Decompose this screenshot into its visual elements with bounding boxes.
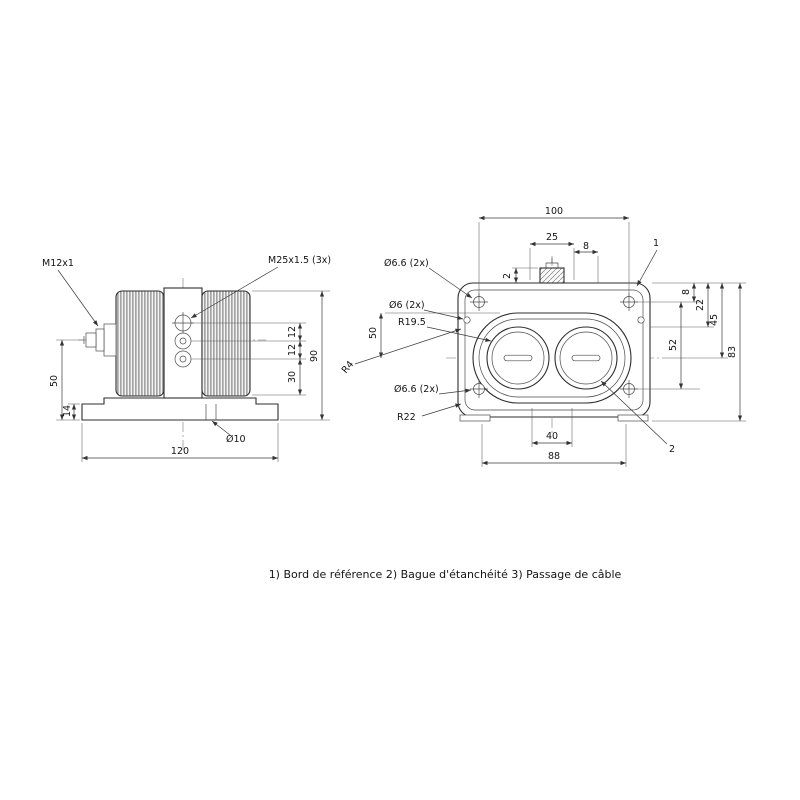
motor-body-side [115,287,251,399]
label-gland-thread: M25x1.5 (3x) [268,255,331,266]
dim-base-width: 120 [171,446,189,457]
callout-2-seal-ring: 2 [669,444,675,455]
side-hole-left [463,316,471,324]
label-bore-radius: R19.5 [398,317,426,328]
left-slot [503,354,533,362]
left-view-dimensions: 50 14 120 Ø10 12 12 30 [49,290,330,462]
dim-cap-width: 25 [546,232,558,243]
label-fillet-radius: R4 [340,359,357,376]
right-view-dimensions: 100 25 8 2 50 40 [368,206,746,467]
dim-overall-height-side: 90 [309,350,320,362]
dim-edge-to-boss: 22 [695,299,706,311]
dim-hole-spacing-h: 100 [545,206,563,217]
right-slot [571,354,601,362]
dim-cap-offset: 8 [583,241,589,252]
dim-cap-height: 2 [502,273,513,279]
right-view: 100 25 8 2 50 40 [340,206,746,467]
label-corner-holes-top: Ø6.6 (2x) [384,258,429,269]
dim-gland-pitch-lower: 12 [287,344,298,356]
dim-left-height: 50 [368,327,379,339]
dim-overall-height-front: 83 [727,346,738,358]
dim-edge-to-axis: 45 [709,314,720,326]
dim-hole-spacing-v: 52 [668,339,679,351]
callout-1-reference-edge: 1 [653,238,659,249]
label-base-hole-dia: Ø10 [226,434,246,445]
label-corner-holes-bottom: Ø6.6 (2x) [394,384,439,395]
dim-height-to-axis: 50 [49,375,60,387]
dim-base-thickness: 14 [62,405,73,417]
dim-edge-to-hole: 8 [681,289,692,295]
legend-text: 1) Bord de référence 2) Bague d'étanchéi… [269,568,622,581]
left-view: 50 14 120 Ø10 12 12 30 [42,255,331,462]
cable-passage-cap [539,258,565,284]
shaft-assembly [83,323,117,357]
label-corner-radius: R22 [397,412,416,423]
label-side-holes: Ø6 (2x) [389,300,425,311]
dim-slot-spacing: 40 [546,431,558,442]
left-foot [459,414,491,422]
left-end-cap [115,290,165,397]
bearing-boss [472,312,632,404]
right-foot [617,414,649,422]
side-hole-right [637,316,645,324]
right-end-cap [201,290,251,397]
dim-base-width-front: 88 [548,451,560,462]
cable-gland-holes [172,312,194,368]
dim-gland-to-base: 30 [287,371,298,383]
label-shaft-thread: M12x1 [42,258,74,269]
motor-base-side [81,397,279,421]
mounting-holes [463,293,645,398]
dim-gland-pitch-upper: 12 [287,326,298,338]
left-view-labels: M12x1 M25x1.5 (3x) [42,255,331,327]
